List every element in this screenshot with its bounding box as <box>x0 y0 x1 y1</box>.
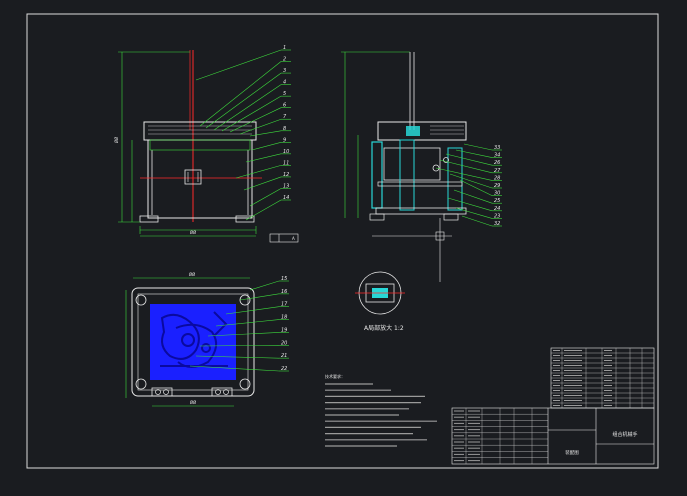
side-view <box>341 51 502 282</box>
side-callout-24: 24 <box>494 206 500 212</box>
detail-caption: A局部放大 1:2 <box>364 324 404 332</box>
front-callout-12: 12 <box>283 172 289 178</box>
front-callout-6: 6 <box>283 103 286 109</box>
front-callout-9: 9 <box>283 137 286 143</box>
side-callout-33: 33 <box>494 145 500 151</box>
sheet-border <box>26 13 659 469</box>
front-top-plate <box>143 121 257 141</box>
front-frame <box>147 139 253 219</box>
notes-title: 技术要求： <box>325 373 345 379</box>
parts-list <box>550 347 655 409</box>
top-callout-17: 17 <box>281 302 288 308</box>
front-callout-4: 4 <box>283 80 286 86</box>
detail-a: A局部放大 1:2 <box>355 271 405 332</box>
front-callout-13: 13 <box>283 183 289 189</box>
side-callout-34: 34 <box>494 153 500 159</box>
front-view: ØØ ØØ A <box>114 49 299 243</box>
side-callout-30: 30 <box>494 191 500 197</box>
top-frame <box>131 287 255 397</box>
front-callout-11: 11 <box>283 160 289 166</box>
tech-notes: 技术要求： <box>325 373 437 447</box>
top-dim-top: ØØ <box>189 272 195 277</box>
top-callout-16: 16 <box>281 289 287 295</box>
front-callout-7: 7 <box>283 114 287 120</box>
title-block-name: 组合机械手 <box>612 431 637 438</box>
side-callout-29: 29 <box>494 183 500 189</box>
front-callout-5: 5 <box>283 91 286 97</box>
title-block: 组合机械手 装配图 <box>451 407 655 465</box>
side-callout-27: 27 <box>494 168 501 174</box>
top-callout-22: 22 <box>281 366 287 372</box>
front-callout-14: 14 <box>283 195 289 201</box>
title-block-drawing-no: 装配图 <box>565 449 579 456</box>
front-callout-10: 10 <box>283 149 289 155</box>
top-dim-bottom: ØØ <box>190 400 196 405</box>
section-tag: A <box>292 236 295 241</box>
side-callout-32: 32 <box>494 221 500 227</box>
side-callout-26: 26 <box>494 160 500 166</box>
top-callout-21: 21 <box>281 353 287 359</box>
front-dim-bottom: ØØ <box>190 230 196 235</box>
top-mechanism <box>160 311 228 368</box>
side-callout-25: 25 <box>494 198 500 204</box>
top-view: ØØ ØØ <box>125 272 289 407</box>
top-callout-19: 19 <box>281 327 287 333</box>
front-callout-3: 3 <box>283 68 286 74</box>
top-callout-20: 20 <box>281 340 287 346</box>
front-callout-2: 2 <box>283 57 286 63</box>
top-callout-15: 15 <box>281 276 287 282</box>
top-callout-18: 18 <box>281 315 287 321</box>
side-callout-28: 28 <box>494 175 500 181</box>
front-dim-left: ØØ <box>114 137 119 143</box>
front-callout-1: 1 <box>283 45 286 51</box>
front-callout-8: 8 <box>283 126 286 132</box>
side-callout-23: 23 <box>494 213 500 219</box>
